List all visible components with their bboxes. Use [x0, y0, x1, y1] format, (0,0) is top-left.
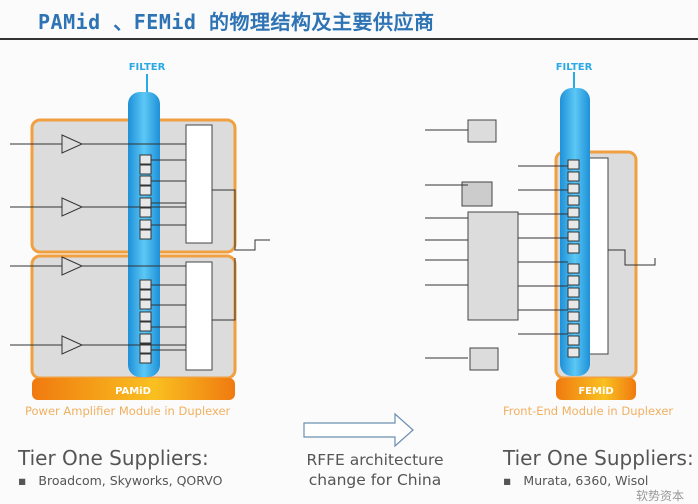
filter-cell — [139, 219, 152, 230]
signal-line — [61, 197, 84, 217]
filter-cell — [139, 175, 152, 186]
filter-cell — [139, 299, 152, 310]
filter-cell — [139, 197, 152, 208]
right-arrow-icon — [303, 412, 414, 448]
filter-cell — [567, 287, 580, 298]
filter-cell — [567, 335, 580, 346]
filter-cell — [139, 279, 152, 290]
page-title: PAMid 、FEMid 的物理结构及主要供应商 — [38, 10, 435, 34]
filter-cell — [139, 353, 152, 364]
filter-cell — [139, 154, 152, 165]
pamid-filter-label: FILTER — [129, 62, 166, 73]
left-suppliers: ▪ Broadcom, Skyworks, QORVO — [18, 473, 223, 488]
middle-line2: change for China — [308, 471, 442, 489]
femid-filter-label: FILTER — [556, 62, 593, 73]
signal-line — [212, 258, 236, 321]
filter-cell — [567, 159, 580, 170]
filter-cell — [567, 195, 580, 206]
filter-cell — [567, 207, 580, 218]
filter-cell — [139, 229, 152, 240]
pamid-module: PAMiD FILTER — [10, 62, 270, 400]
filter-cell — [567, 299, 580, 310]
signal-line — [61, 256, 84, 276]
filter-cell — [139, 311, 152, 322]
pamid-label: PAMiD — [115, 386, 151, 397]
left-suppliers-text: Broadcom, Skyworks, QORVO — [38, 473, 223, 488]
filter-cell — [567, 243, 580, 254]
signal-line — [212, 189, 270, 251]
signal-line — [608, 249, 656, 266]
femid-label: FEMiD — [578, 386, 613, 397]
middle-note: RFFE architecture change for China — [290, 450, 460, 490]
right-suppliers: ▪ Murata, 6360, Wisol — [503, 473, 649, 488]
signal-line — [61, 335, 84, 355]
filter-cell — [567, 231, 580, 242]
middle-line1: RFFE architecture — [306, 451, 444, 469]
filter-cell — [567, 219, 580, 230]
filter-cell — [139, 207, 152, 218]
filter-cell — [139, 289, 152, 300]
filter-cell — [139, 321, 152, 332]
pamid-caption: Power Amplifier Module in Duplexer — [25, 404, 231, 418]
right-suppliers-text: Murata, 6360, Wisol — [523, 473, 649, 488]
filter-cell — [567, 263, 580, 274]
femid-caption: Front-End Module in Duplexer — [503, 404, 674, 418]
femid-module: FEMiD FILTER — [425, 62, 656, 400]
filter-cell — [139, 164, 152, 175]
left-tier-heading: Tier One Suppliers: — [18, 446, 209, 470]
filter-cell — [567, 183, 580, 194]
filter-cell — [139, 185, 152, 196]
filter-cell — [567, 347, 580, 358]
filter-cell — [567, 323, 580, 334]
right-tier-heading: Tier One Suppliers: — [503, 446, 694, 470]
signal-line — [61, 134, 84, 154]
filter-cell — [567, 171, 580, 182]
title-divider — [0, 38, 698, 40]
filter-cell — [139, 333, 152, 344]
filter-cell — [567, 275, 580, 286]
filter-cell — [139, 343, 152, 354]
filter-cell — [567, 311, 580, 322]
watermark: 软势资本 — [636, 489, 685, 503]
